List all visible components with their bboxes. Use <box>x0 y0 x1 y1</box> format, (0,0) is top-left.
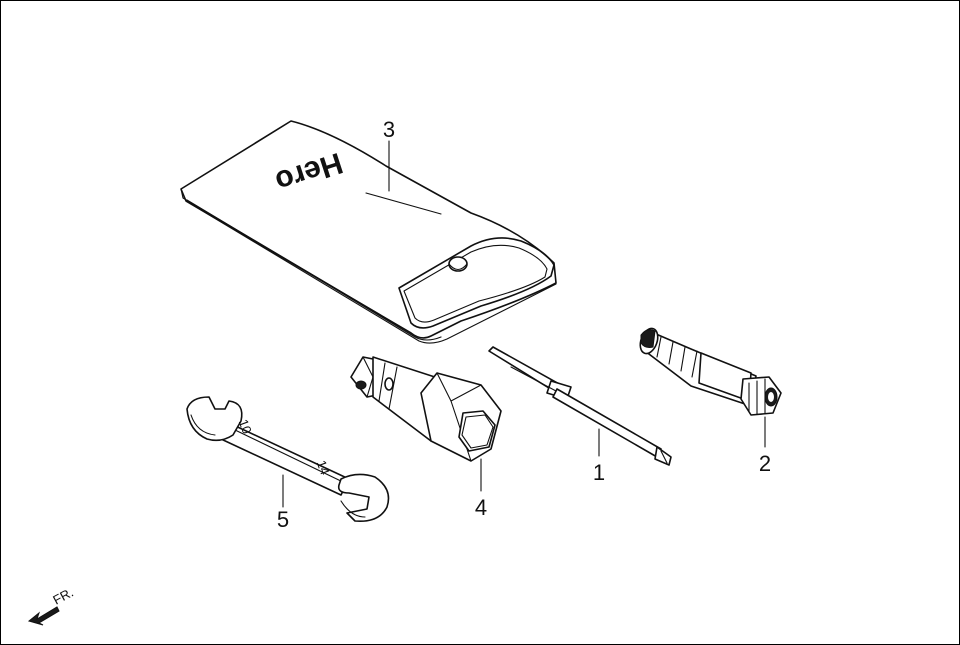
callout-leaders <box>282 140 766 508</box>
tool-bag: Hero <box>180 120 557 344</box>
open-end-wrench: 10 14 <box>186 396 390 523</box>
callout-1: 1 <box>593 460 605 485</box>
screwdriver-handle <box>639 327 782 416</box>
callout-3: 3 <box>383 117 395 142</box>
callout-4: 4 <box>475 495 487 520</box>
callout-2: 2 <box>759 451 771 476</box>
wrench-size-small: 14 <box>314 458 333 477</box>
screwdriver <box>488 346 672 466</box>
direction-label: FR. <box>50 585 76 608</box>
spark-plug-wrench <box>350 356 502 462</box>
front-arrow-icon <box>27 606 60 626</box>
callout-5: 5 <box>277 507 289 532</box>
direction-indicator: FR. <box>27 585 76 626</box>
wrench-size-large: 10 <box>236 417 255 436</box>
